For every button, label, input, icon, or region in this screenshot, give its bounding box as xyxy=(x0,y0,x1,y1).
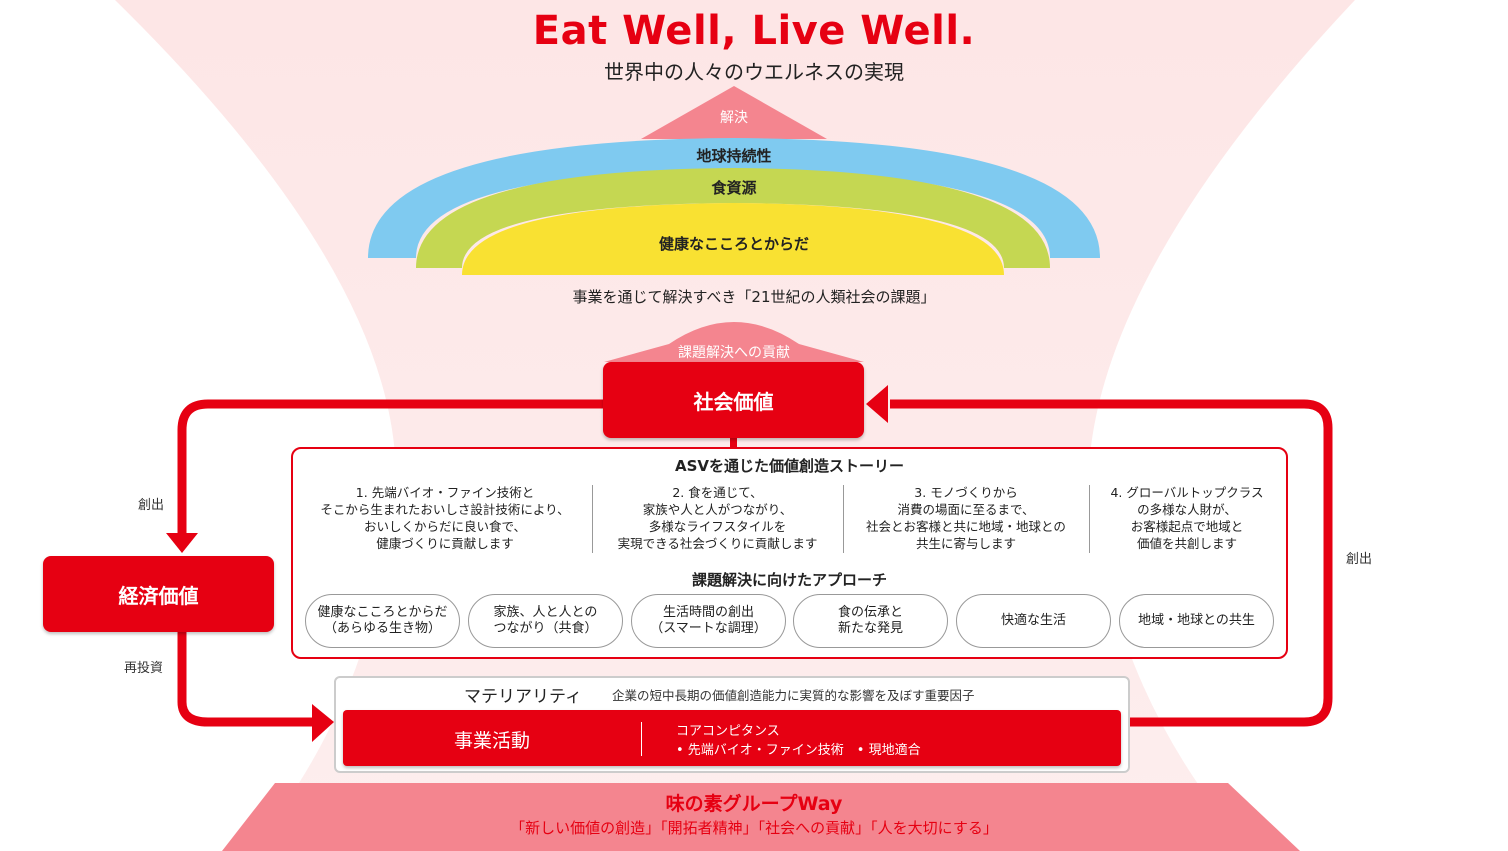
story-2: 2. 食を通じて、 家族や人と人がつながり、 多様なライフスタイルを 実現できる… xyxy=(595,484,840,552)
arc-label-food: 食資源 xyxy=(711,179,757,197)
pill-line: 生活時間の創出 xyxy=(662,605,754,620)
loop-right xyxy=(890,399,1333,727)
approach-pill-coexistence: 地域・地球との共生 xyxy=(1119,594,1274,648)
story-4: 4. グローバルトップクラス の多様な人財が、 お客様起点で地域と 価値を共創し… xyxy=(1092,484,1282,552)
story-line: 実現できる社会づくりに貢献します xyxy=(617,536,818,551)
story-line: 健康づくりに貢献します xyxy=(376,536,514,551)
business-activity-bar xyxy=(343,710,1121,766)
story-divider xyxy=(592,485,593,553)
story-line: 社会とお客様と共に地域・地球との xyxy=(866,519,1066,534)
story-3: 3. モノづくりから 消費の場面に至るまで、 社会とお客様と共に地域・地球との … xyxy=(846,484,1086,552)
materiality-description: 企業の短中長期の価値創造能力に実質的な影響を及ぼす重要因子 xyxy=(612,688,975,703)
approach-pill-connection: 家族、人と人とのつながり（共食） xyxy=(468,594,623,648)
connector-social-asv xyxy=(730,437,737,449)
arc-blue xyxy=(368,138,1100,258)
business-activity-label: 事業活動 xyxy=(453,730,530,752)
arrow-right-business xyxy=(312,704,334,742)
story-line: 多様なライフスタイルを xyxy=(648,519,787,534)
pill-line: 新たな発見 xyxy=(837,621,903,636)
economic-value-box: 経済価値 xyxy=(43,556,274,632)
story-line: 家族や人と人がつながり、 xyxy=(642,502,793,517)
story-line: 4. グローバルトップクラス xyxy=(1110,485,1264,500)
pill-line: 食の伝承と xyxy=(837,605,903,620)
arc-label-health: 健康なこころとからだ xyxy=(658,235,809,253)
approach-title: 課題解決に向けたアプローチ xyxy=(691,571,887,589)
story-line: 消費の場面に至るまで、 xyxy=(897,502,1035,517)
story-line: 共生に寄与します xyxy=(915,536,1016,551)
story-line: そこから生まれたおいしさ設計技術により、 xyxy=(320,502,570,517)
contribution-label: 課題解決への貢献 xyxy=(678,345,790,361)
pill-line: 健康なこころとからだ xyxy=(317,605,448,620)
arrow-left-social xyxy=(866,385,888,423)
pill-line: 地域・地球との共生 xyxy=(1138,613,1255,628)
social-value-box: 社会価値 xyxy=(603,362,864,438)
story-divider xyxy=(1089,485,1090,553)
pill-line: （スマートな調理） xyxy=(650,621,767,636)
subtitle: 世界中の人々のウエルネスの実現 xyxy=(604,60,904,84)
group-way-base xyxy=(222,783,1300,851)
story-line: 3. モノづくりから xyxy=(914,485,1018,500)
pill-line: 家族、人と人との xyxy=(493,605,598,620)
approach-pill-health: 健康なこころとからだ（あらゆる生き物） xyxy=(305,594,460,648)
story-line: の多様な人財が、 xyxy=(1137,502,1237,517)
solve-label: 解決 xyxy=(720,110,748,126)
pill-line: （あらゆる生き物） xyxy=(323,621,441,636)
story-line: お客様起点で地域と xyxy=(1130,519,1244,534)
solve-triangle xyxy=(641,86,827,139)
asv-title: ASVを通じた価値創造ストーリー xyxy=(674,457,905,475)
loop-left-bottom xyxy=(177,632,318,727)
arc-label-earth: 地球持続性 xyxy=(696,147,772,165)
arc-yellow xyxy=(462,203,1004,275)
story-1: 1. 先端バイオ・ファイン技術と そこから生まれたおいしさ設計技術により、 おい… xyxy=(300,484,590,552)
core-competence-items: • 先端バイオ・ファイン技術 • 現地適合 xyxy=(676,743,921,758)
group-way-values: 「新しい価値の創造」「開拓者精神」「社会への貢献」「人を大切にする」 xyxy=(510,819,998,837)
contribution-arrow xyxy=(604,322,864,362)
approach-pill-comfort: 快適な生活 xyxy=(956,594,1111,648)
arrow-down-economic xyxy=(166,533,198,553)
pill-line: つながり（共食） xyxy=(493,621,598,636)
pill-line: 快適な生活 xyxy=(1000,613,1066,628)
story-line: 価値を共創します xyxy=(1136,536,1237,551)
story-line: 2. 食を通じて、 xyxy=(672,485,763,500)
story-line: おいしくからだに良い食で、 xyxy=(363,519,526,534)
story-divider xyxy=(843,485,844,553)
business-divider xyxy=(641,722,642,756)
approach-pill-tradition: 食の伝承と新たな発見 xyxy=(793,594,948,648)
materiality-title: マテリアリティ xyxy=(464,687,582,707)
create-label-left: 創出 xyxy=(138,498,165,513)
story-line: 1. 先端バイオ・ファイン技術と xyxy=(355,485,535,500)
core-competence-title: コアコンピタンス xyxy=(676,724,780,739)
main-title: Eat Well, Live Well. xyxy=(532,8,976,54)
group-way-title: 味の素グループWay xyxy=(665,793,843,815)
loop-left-top xyxy=(177,399,603,540)
approach-pill-time: 生活時間の創出（スマートな調理） xyxy=(631,594,786,648)
arc-green xyxy=(416,168,1050,268)
issues-caption: 事業を通じて解決すべき「21世紀の人類社会の課題」 xyxy=(572,288,936,306)
reinvest-label: 再投資 xyxy=(124,661,164,676)
create-label-right: 創出 xyxy=(1346,552,1373,567)
